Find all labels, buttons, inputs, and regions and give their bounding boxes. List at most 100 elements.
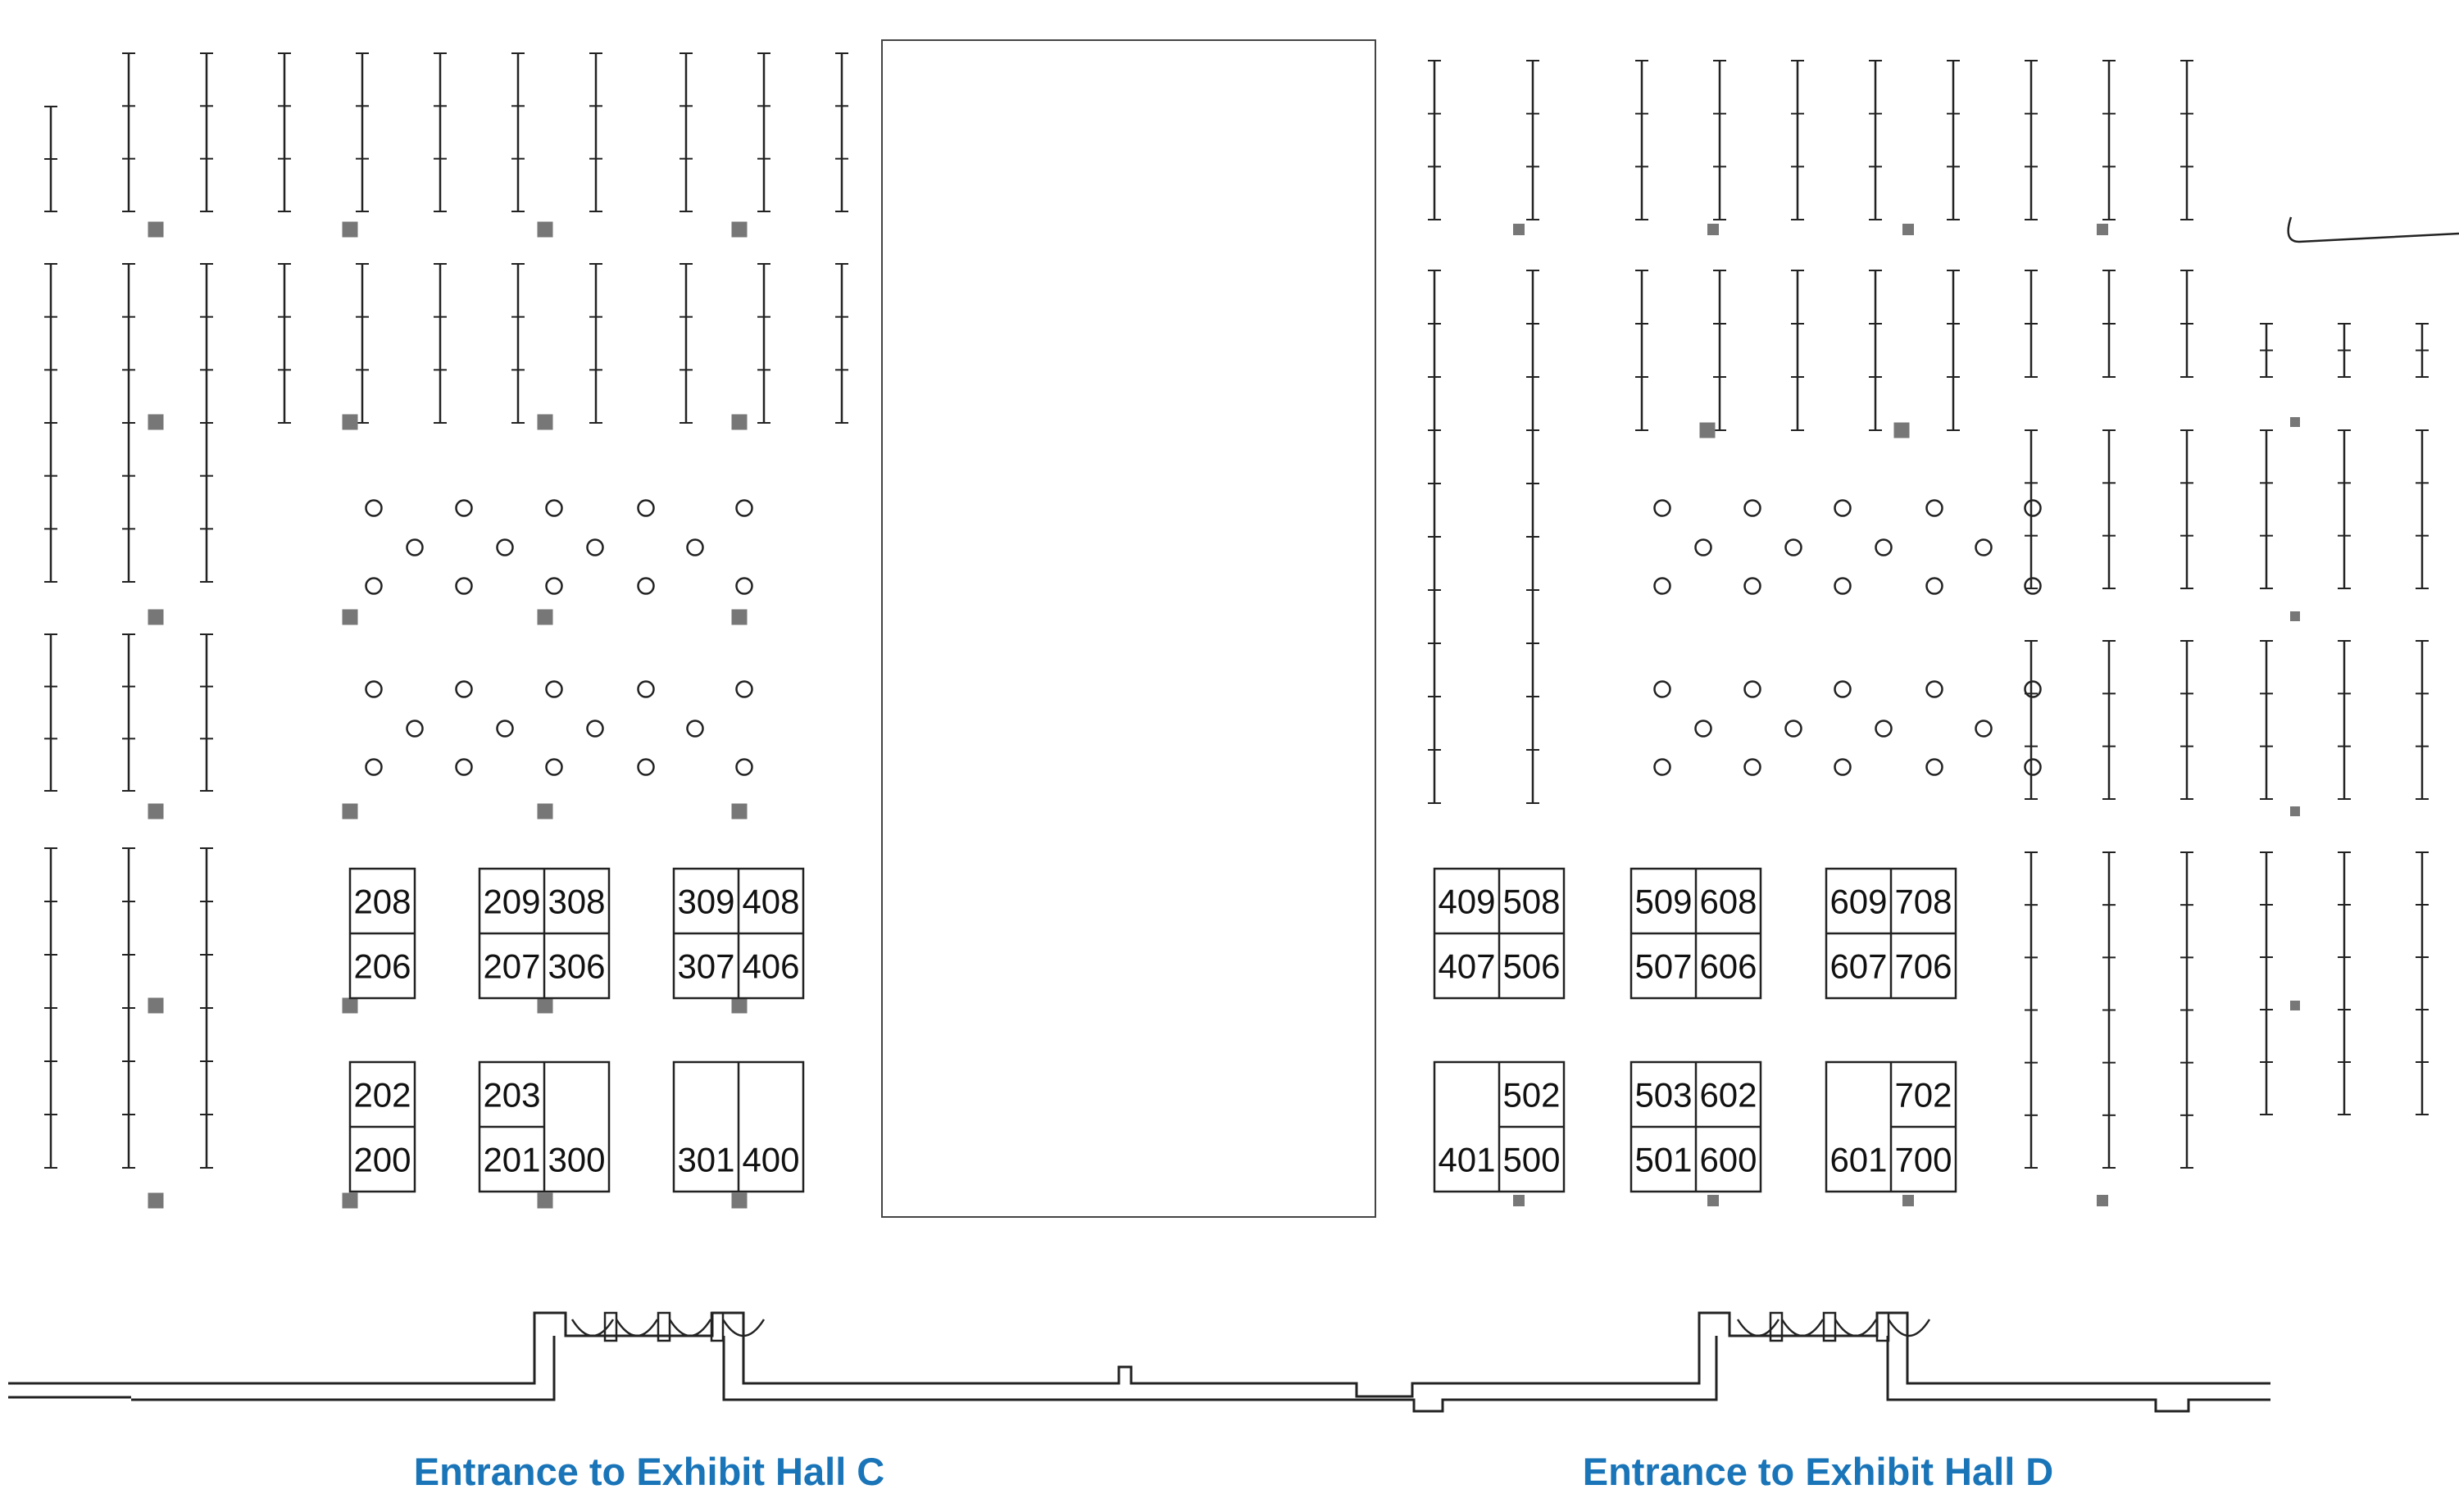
round-table bbox=[637, 499, 655, 517]
booth-number[interactable]: 408 bbox=[742, 883, 799, 921]
round-table bbox=[2024, 758, 2042, 776]
booth-number[interactable]: 508 bbox=[1502, 883, 1560, 921]
pillar bbox=[2290, 1001, 2300, 1010]
door-swing bbox=[1780, 1319, 1825, 1337]
booth-number[interactable]: 308 bbox=[548, 883, 605, 921]
pillar bbox=[2097, 1195, 2108, 1206]
booth-number[interactable]: 309 bbox=[677, 883, 734, 921]
booth-number[interactable]: 400 bbox=[742, 1141, 799, 1179]
pillar bbox=[537, 803, 553, 820]
round-table bbox=[545, 499, 563, 517]
booth-number[interactable]: 601 bbox=[1829, 1141, 1887, 1179]
booth-number[interactable]: 202 bbox=[353, 1076, 411, 1115]
round-table bbox=[1834, 577, 1852, 595]
pillar bbox=[2290, 806, 2300, 816]
door-leaf bbox=[1875, 1311, 1890, 1342]
round-table bbox=[1834, 680, 1852, 698]
round-table bbox=[1743, 577, 1761, 595]
pipe-and-drape-grid bbox=[44, 52, 2459, 1169]
round-table bbox=[545, 577, 563, 595]
round-table bbox=[1925, 680, 1943, 698]
pillar bbox=[731, 609, 748, 625]
booth-number[interactable]: 606 bbox=[1699, 947, 1757, 986]
round-table bbox=[365, 577, 383, 595]
booth-number[interactable]: 203 bbox=[483, 1076, 540, 1115]
booth-number[interactable]: 200 bbox=[353, 1141, 411, 1179]
round-table bbox=[496, 538, 514, 556]
pillar bbox=[1902, 1195, 1914, 1206]
pillar bbox=[342, 997, 358, 1014]
pillar bbox=[342, 1192, 358, 1209]
round-table bbox=[1653, 499, 1671, 517]
pillar bbox=[731, 221, 748, 238]
pillar bbox=[537, 997, 553, 1014]
booth-number[interactable]: 503 bbox=[1634, 1076, 1692, 1115]
booth-number[interactable]: 307 bbox=[677, 947, 734, 986]
hall-wall-inner bbox=[8, 1336, 2270, 1413]
entrance-label-hall-d[interactable]: Entrance to Exhibit Hall D bbox=[1583, 1450, 2054, 1493]
round-table bbox=[637, 680, 655, 698]
booth-number[interactable]: 706 bbox=[1894, 947, 1952, 986]
booth-block: 202 200 bbox=[348, 1060, 416, 1193]
partition-line bbox=[2287, 216, 2459, 243]
booth-number[interactable]: 306 bbox=[548, 947, 605, 986]
door-swing bbox=[570, 1319, 615, 1337]
round-table bbox=[1925, 577, 1943, 595]
round-table bbox=[365, 680, 383, 698]
pillar bbox=[537, 221, 553, 238]
booth-number[interactable]: 201 bbox=[483, 1141, 540, 1179]
booth-number[interactable]: 602 bbox=[1699, 1076, 1757, 1115]
pillar bbox=[148, 997, 164, 1014]
booth-number[interactable]: 509 bbox=[1634, 883, 1692, 921]
booth-number[interactable]: 607 bbox=[1829, 947, 1887, 986]
booth-number[interactable]: 407 bbox=[1438, 947, 1495, 986]
booth-number[interactable]: 206 bbox=[353, 947, 411, 986]
booth-number[interactable]: 702 bbox=[1894, 1076, 1952, 1115]
booth-number[interactable]: 207 bbox=[483, 947, 540, 986]
round-table bbox=[406, 720, 424, 738]
booth-number[interactable]: 700 bbox=[1894, 1141, 1952, 1179]
round-table bbox=[2024, 577, 2042, 595]
door-swing bbox=[1736, 1319, 1780, 1337]
booth-number[interactable]: 401 bbox=[1438, 1141, 1495, 1179]
pillar bbox=[2290, 417, 2300, 427]
booth-number[interactable]: 209 bbox=[483, 883, 540, 921]
booth-number[interactable]: 507 bbox=[1634, 947, 1692, 986]
booth-number[interactable]: 506 bbox=[1502, 947, 1560, 986]
booth-number[interactable]: 501 bbox=[1634, 1141, 1692, 1179]
door-leaf bbox=[1822, 1311, 1837, 1342]
door-leaf bbox=[710, 1311, 725, 1342]
booth-number[interactable]: 608 bbox=[1699, 883, 1757, 921]
round-table bbox=[1834, 499, 1852, 517]
booth-number[interactable]: 208 bbox=[353, 883, 411, 921]
booth-number[interactable]: 502 bbox=[1502, 1076, 1560, 1115]
booth-number[interactable]: 500 bbox=[1502, 1141, 1560, 1179]
booth-number[interactable]: 301 bbox=[677, 1141, 734, 1179]
booth-number[interactable]: 300 bbox=[548, 1141, 605, 1179]
booth-number[interactable]: 708 bbox=[1894, 883, 1952, 921]
booth-number[interactable]: 406 bbox=[742, 947, 799, 986]
pillar bbox=[342, 609, 358, 625]
round-table bbox=[2024, 499, 2042, 517]
pillar bbox=[537, 414, 553, 430]
pillar bbox=[731, 997, 748, 1014]
round-table bbox=[1925, 758, 1943, 776]
column-pillars bbox=[148, 221, 2300, 1209]
pillar bbox=[1699, 422, 1716, 438]
hall-wall-outer bbox=[8, 1311, 2270, 1398]
booth-number[interactable]: 600 bbox=[1699, 1141, 1757, 1179]
entrance-label-hall-c[interactable]: Entrance to Exhibit Hall C bbox=[414, 1450, 885, 1493]
pillar bbox=[537, 1192, 553, 1209]
round-table-areas bbox=[365, 499, 2042, 776]
round-table bbox=[735, 499, 753, 517]
door-swing bbox=[721, 1319, 766, 1337]
pillar bbox=[1707, 224, 1719, 235]
round-table bbox=[1743, 499, 1761, 517]
pillar bbox=[2097, 224, 2108, 235]
booth-number[interactable]: 409 bbox=[1438, 883, 1495, 921]
booth-number[interactable]: 609 bbox=[1829, 883, 1887, 921]
